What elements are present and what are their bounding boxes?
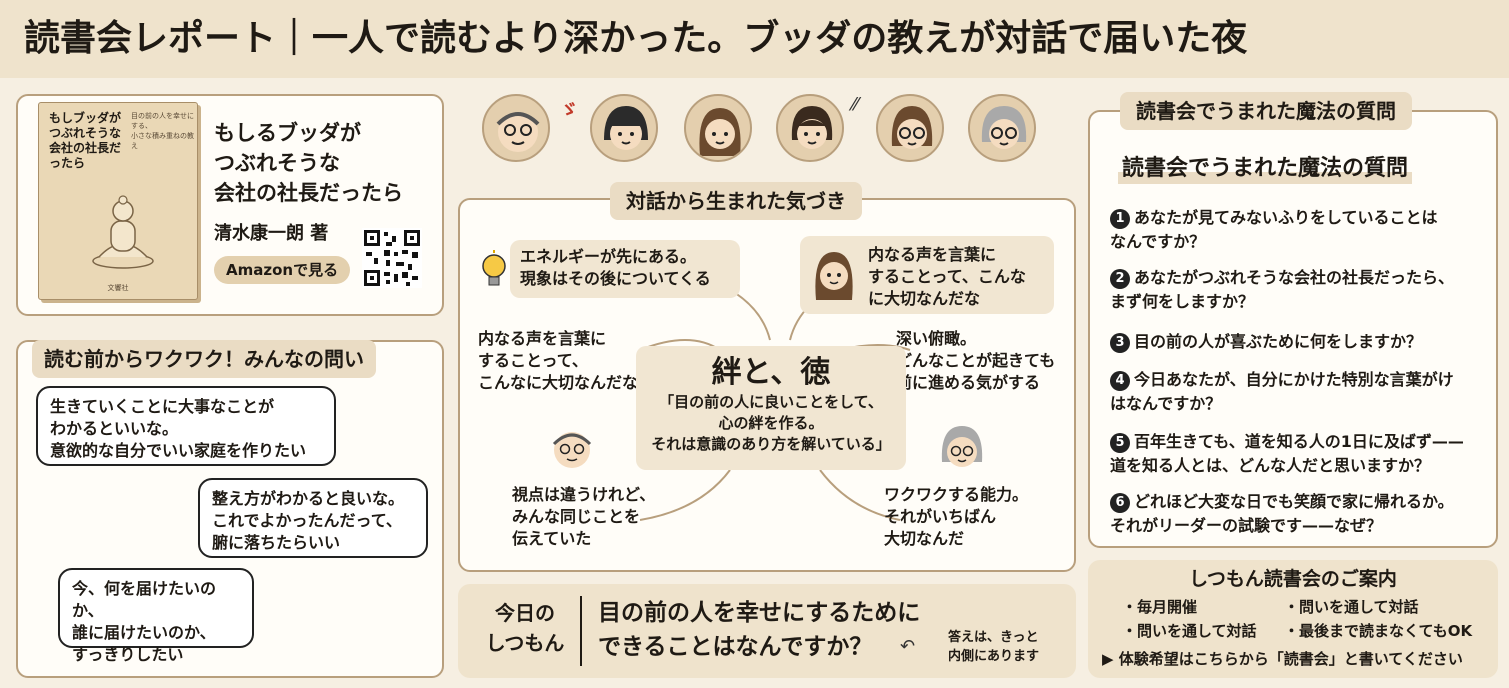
number-badge: 4 xyxy=(1110,371,1130,391)
amazon-button[interactable]: Amazonで見る xyxy=(214,256,351,284)
guide-cta[interactable]: ▶ 体験希望はこちらから「読書会」と書いてください xyxy=(1102,650,1463,668)
insight-inner-voice-top-text: 内なる声を言葉に することって、こんな に大切なんだな xyxy=(868,245,1026,308)
bubble-3: 今、何を届けたいのか、 誰に届けたいのか、 すっきりしたい xyxy=(58,568,254,664)
cover-tagline: 目の前の人を幸せにする、 小さな積み重ねの教え xyxy=(131,112,194,150)
avatar-glasses-woman xyxy=(876,94,944,162)
insight-excitement: ワクワクする能力。 それがいちばん 大切なんだ xyxy=(884,485,1029,548)
avatar-gray-hair-small xyxy=(938,422,986,474)
guide-item: ・最後まで読まなくてもOK xyxy=(1284,622,1473,640)
question-text: どれほど大変な日でも笑顔で家に帰れるか。 それがリーダーの試験です——なぜ？ xyxy=(1110,492,1454,535)
book-author: 清水康一朗 著 xyxy=(214,223,329,244)
qr-code-icon[interactable] xyxy=(362,228,422,288)
question-text: 今日あなたが、自分にかけた特別な言葉がけ はなんですか？ xyxy=(1110,370,1454,413)
number-badge: 6 xyxy=(1110,493,1130,513)
guide-item: ・毎月開催 xyxy=(1122,598,1198,616)
avatar-woman-bob xyxy=(590,94,658,162)
bubble-1: 生きていくことに大事なことが わかるといいな。 意欲的な自分でいい家庭を作りたい xyxy=(36,386,336,466)
insight-inner-voice-left: 内なる声を言葉に することって、 こんなに大切なんだな xyxy=(478,329,639,392)
avatar-woman-short-hair xyxy=(776,94,844,162)
today-panel: 今日の しつもん 目の前の人を幸せにするために できることはなんですか？ ↶ 答… xyxy=(458,584,1076,678)
book-title-line: もしるブッダが xyxy=(214,121,361,145)
number-badge: 1 xyxy=(1110,209,1130,229)
book-panel: もしブッダが つぶれそうな 会社の社長だったら 目の前の人を幸せにする、 小さな… xyxy=(16,94,444,316)
insight-energy: エネルギーが先にある。 現象はその後についてくる xyxy=(510,240,740,298)
avatar-woman-long-hair xyxy=(684,94,752,162)
today-note: 答えは、きっと 内側にあります xyxy=(948,630,1040,664)
center-title: 絆と、徳 xyxy=(711,355,831,390)
dialogue-heading: 対話から生まれた気づき xyxy=(610,182,862,220)
guide-panel: しつもん読書会のご案内 ・毎月開催 ・問いを通して対話 ・問いを通して対話 ・最… xyxy=(1088,560,1498,678)
guide-item: ・問いを通して対話 xyxy=(1284,598,1419,616)
avatar-glasses-man-small xyxy=(548,422,596,474)
today-question: 目の前の人を幸せにするために できることはなんですか？ xyxy=(598,600,921,660)
page-title: 読書会レポート｜一人で読むより深かった。ブッダの教えが対話で届いた夜 xyxy=(24,18,1248,59)
question-text: 目の前の人が喜ぶために何をしますか？ xyxy=(1134,332,1423,351)
avatar-gray-hair xyxy=(968,94,1036,162)
number-badge: 3 xyxy=(1110,333,1130,353)
center-text: 「目の前の人に良いことをして、 心の絆を作る。 それは意識のあり方を解いている」 xyxy=(651,393,891,453)
header-bar: 読書会レポート｜一人で読むより深かった。ブッダの教えが対話で届いた夜 xyxy=(0,0,1509,78)
exclaim-icon: ⁄⁄ xyxy=(852,94,859,115)
insight-deep-view: 深い俯瞰。 どんなことが起きても 前に進める気がする xyxy=(896,329,1056,392)
today-divider xyxy=(580,596,582,666)
guide-heading: しつもん読書会のご案内 xyxy=(1189,568,1397,590)
arrow-icon: ↶ xyxy=(900,636,916,657)
guide-item: ・問いを通して対話 xyxy=(1122,622,1257,640)
number-badge: 2 xyxy=(1110,269,1130,289)
avatar-glasses-man xyxy=(482,94,550,162)
avatar-woman-small xyxy=(808,244,860,304)
insight-inner-voice-top: 内なる声を言葉に することって、こんな に大切なんだな xyxy=(800,236,1054,314)
center-card: 絆と、徳 「目の前の人に良いことをして、 心の絆を作る。 それは意識のあり方を解… xyxy=(636,346,906,470)
dialogue-panel: 対話から生まれた気づき エネルギーが先にある。 現象はその後についてくる 内なる… xyxy=(458,182,1076,572)
cover-publisher: 文響社 xyxy=(107,284,129,292)
insight-same-message: 視点は違うけれど、 みんな同じことを 伝えていた xyxy=(512,485,656,548)
magic-heading: 読書会でうまれた魔法の質問 xyxy=(1118,154,1413,184)
book-title-line: 会社の社長だったら xyxy=(214,181,403,205)
bubble-2: 整え方がわかると良いな。 これでよかったんだって、 腑に落ちたらいい xyxy=(198,478,428,558)
lightbulb-icon xyxy=(480,250,508,294)
book-title: もしるブッダが つぶれそうな 会社の社長だったら xyxy=(214,118,403,208)
question-text: あなたが見てみないふりをしていることは なんですか？ xyxy=(1110,208,1438,251)
cover-title: もしブッダが つぶれそうな 会社の社長だったら xyxy=(49,111,122,170)
today-label: 今日の しつもん xyxy=(485,601,565,655)
question-text: 百年生きても、道を知る人の1日に及ばず—— 道を知る人とは、どんな人だと思います… xyxy=(1110,432,1464,475)
before-heading: 読む前からワクワク！みんなの問い xyxy=(32,340,376,378)
buddha-figure xyxy=(89,191,157,269)
number-badge: 5 xyxy=(1110,433,1130,453)
book-cover: もしブッダが つぶれそうな 会社の社長だったら 目の前の人を幸せにする、 小さな… xyxy=(38,102,198,300)
book-title-line: つぶれそうな xyxy=(214,151,340,175)
before-panel: 読む前からワクワク！みんなの問い 生きていくことに大事なことが わかるといいな。… xyxy=(16,340,444,678)
sparkle-icon: ゞ xyxy=(560,100,578,121)
magic-tab-heading: 読書会でうまれた魔法の質問 xyxy=(1120,92,1412,130)
question-text: あなたがつぶれそうな会社の社長だったら、 まず何をしますか？ xyxy=(1110,268,1455,311)
